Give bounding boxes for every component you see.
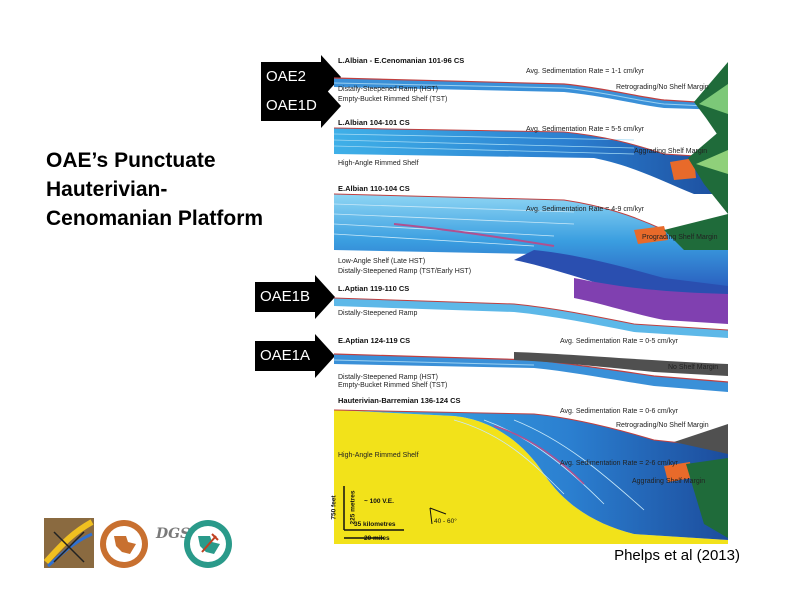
oae1b-label: OAE1B	[255, 282, 315, 312]
oae1d-label: OAE1D	[261, 91, 321, 121]
panel-2-title: L.Albian 104-101 CS	[338, 118, 410, 127]
panel-2-section	[334, 124, 728, 214]
panel-3-margin: Prograding Shelf Margin	[642, 234, 718, 241]
panel-7-label-1: High-Angle Rimmed Shelf	[338, 452, 419, 459]
cross-section-figure: L.Albian - E.Cenomanian 101-96 CS Avg. S…	[334, 54, 728, 544]
panel-2-label-1: High-Angle Rimmed Shelf	[338, 160, 419, 167]
dgs-globe-logo	[184, 520, 232, 568]
logo-graphics: DGS	[43, 518, 232, 568]
panel-7-rate: Avg. Sedimentation Rate = 2-6 cm/kyr	[560, 460, 678, 467]
slide-title: OAE’s Punctuate Hauterivian- Cenomanian …	[46, 146, 316, 233]
oae1a-arrow: OAE1A	[255, 334, 337, 378]
panel-6-rate: Avg. Sedimentation Rate = 0-6 cm/kyr	[560, 408, 678, 415]
panel-5-rate: Avg. Sedimentation Rate = 0-5 cm/kyr	[560, 338, 678, 345]
cross-section-drawing	[334, 62, 728, 544]
panel-4-title: L.Aptian 119-110 CS	[338, 284, 410, 293]
scale-km: 35 kilometres	[354, 521, 396, 528]
panel-1-label-1: Distally-Steepened Ramp (HST)	[338, 86, 438, 93]
panel-6-section	[334, 409, 728, 544]
title-line-3: Cenomanian Platform	[46, 207, 264, 230]
panel-1-margin: Retrograding/No Shelf Margin	[616, 84, 709, 91]
oae2-label: OAE2	[261, 62, 321, 92]
panel-2-margin: Aggrading Shelf Margin	[634, 148, 708, 155]
scale-feet: 750 feet	[330, 495, 338, 520]
texas-seal-logo	[100, 520, 148, 568]
panel-2-rate: Avg. Sedimentation Rate = 5-5 cm/kyr	[526, 126, 644, 133]
panel-3-rate: Avg. Sedimentation Rate = 4-9 cm/kyr	[526, 206, 644, 213]
oae1b-arrow: OAE1B	[255, 275, 337, 319]
oae1b-arrow-tip	[315, 275, 335, 319]
title-line-1: OAE’s Punctuate	[46, 149, 216, 172]
scale-bar-lines	[343, 486, 447, 539]
scale-angle: 40 - 60°	[434, 518, 457, 525]
panel-5-title: E.Aptian 124-119 CS	[338, 336, 411, 345]
panel-3-section	[334, 193, 728, 304]
panel-1-section	[334, 62, 728, 150]
scale-metres: 225 metres	[349, 490, 357, 525]
rock-logo	[43, 518, 94, 568]
scale-miles: 20 miles	[364, 535, 390, 542]
oae1a-label: OAE1A	[255, 341, 315, 371]
panel-6-margin: Retrograding/No Shelf Margin	[616, 422, 709, 429]
oae1d-arrow: OAE1D	[261, 84, 343, 128]
panel-1-label-2: Empty-Bucket Rimmed Shelf (TST)	[338, 96, 448, 103]
panel-5-margin: No Shelf Margin	[668, 364, 719, 371]
panel-5-section	[334, 352, 728, 392]
oae1d-arrow-tip	[321, 84, 341, 128]
panel-1-rate: Avg. Sedimentation Rate = 1-1 cm/kyr	[526, 68, 644, 75]
scale-ve: ~ 100 V.E.	[364, 498, 394, 505]
panel-7-margin: Aggrading Shelf Margin	[632, 478, 706, 485]
logos: DGS	[43, 512, 236, 572]
citation: Phelps et al (2013)	[614, 547, 740, 564]
panel-4-label-1: Distally-Steepened Ramp	[338, 310, 418, 317]
panel-1-title: L.Albian - E.Cenomanian 101-96 CS	[338, 56, 465, 65]
scale-bar: 750 feet 225 metres ~ 100 V.E. 35 kilome…	[330, 478, 464, 548]
panel-6-title: Hauterivian-Barremian 136-124 CS	[338, 396, 461, 405]
panel-3-label-1: Low-Angle Shelf (Late HST)	[338, 258, 426, 265]
oae1a-arrow-tip	[315, 334, 335, 378]
panel-4-section	[334, 278, 728, 338]
panel-5-label-2: Empty-Bucket Rimmed Shelf (TST)	[338, 382, 448, 389]
panel-5-label-1: Distally-Steepened Ramp (HST)	[338, 374, 438, 381]
panel-3-label-2: Distally-Steepened Ramp (TST/Early HST)	[338, 268, 472, 275]
dgs-logo-text: DGS	[155, 526, 190, 542]
panel-3-title: E.Albian 110-104 CS	[338, 184, 410, 193]
title-line-2: Hauterivian-	[46, 178, 168, 201]
